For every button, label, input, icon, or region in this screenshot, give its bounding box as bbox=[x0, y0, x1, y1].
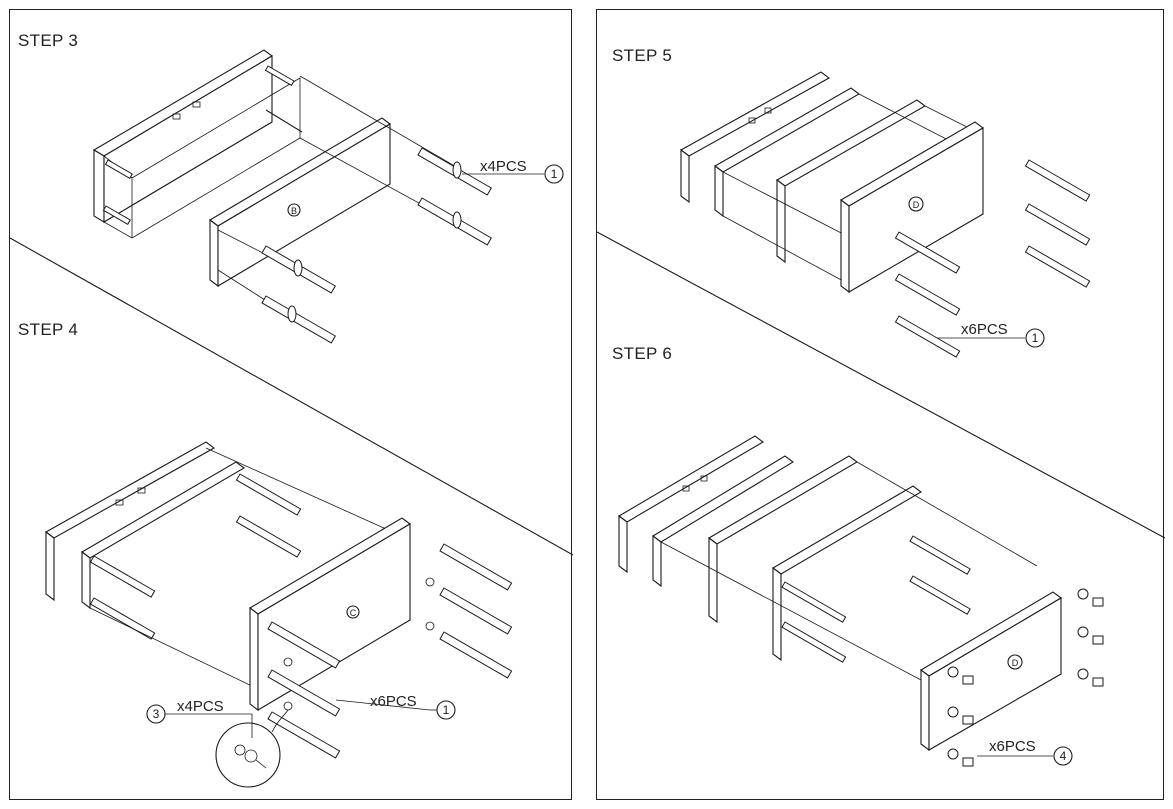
step-6-diagram: D 4 bbox=[618, 435, 1104, 767]
panel-b-marker bbox=[287, 203, 301, 217]
step-3-diagram: B 1 bbox=[92, 49, 564, 344]
detail-magnifier bbox=[215, 722, 281, 788]
step-4-quantity-a: x6PCS bbox=[370, 693, 417, 710]
panel-d-marker-step6 bbox=[1007, 654, 1023, 670]
step-3-title: STEP 3 bbox=[18, 31, 79, 50]
step-6-quantity: x6PCS bbox=[989, 738, 1036, 755]
svg-text:B: B bbox=[291, 206, 297, 216]
svg-text:D: D bbox=[1012, 658, 1019, 668]
step-3-dowels bbox=[261, 147, 492, 344]
svg-text:1: 1 bbox=[551, 167, 558, 181]
step-4-diagram: C 1 3 bbox=[44, 441, 513, 788]
step-5-part-callout bbox=[1025, 328, 1045, 348]
step-4-quantity-b: x4PCS bbox=[177, 698, 224, 715]
step-5-quantity: x6PCS bbox=[961, 321, 1008, 338]
step-5-dowels bbox=[894, 159, 1091, 358]
panel-c-marker bbox=[346, 605, 360, 619]
step-6-caps bbox=[947, 588, 1104, 767]
step-3-part-callout bbox=[544, 164, 564, 184]
svg-text:3: 3 bbox=[153, 707, 160, 721]
step-6-title: STEP 6 bbox=[612, 344, 673, 363]
step-6-part-callout bbox=[1053, 746, 1073, 766]
step-4-title: STEP 4 bbox=[18, 320, 79, 339]
svg-text:C: C bbox=[350, 608, 357, 618]
left-assembly-drawing: B 1 bbox=[10, 49, 573, 788]
panel-d-marker-step5 bbox=[908, 196, 924, 212]
step-4-part-callout-a bbox=[436, 700, 456, 720]
right-assembly-drawing: D 1 bbox=[597, 71, 1165, 767]
svg-text:4: 4 bbox=[1060, 749, 1067, 763]
svg-text:1: 1 bbox=[1032, 331, 1039, 345]
left-instruction-frame: STEP 3 STEP 4 x4PCS x6PCS x4PCS bbox=[9, 9, 573, 800]
step-5-title: STEP 5 bbox=[612, 46, 673, 65]
step-4-dowels bbox=[267, 543, 513, 759]
svg-text:D: D bbox=[913, 200, 920, 210]
step-divider-line bbox=[597, 231, 1165, 539]
right-instruction-frame: STEP 5 STEP 6 x6PCS x6PCS D bbox=[596, 9, 1165, 800]
svg-text:1: 1 bbox=[443, 703, 450, 717]
step-3-quantity: x4PCS bbox=[480, 158, 527, 175]
step-divider-line bbox=[10, 237, 573, 556]
step-5-diagram: D 1 bbox=[679, 71, 1091, 358]
